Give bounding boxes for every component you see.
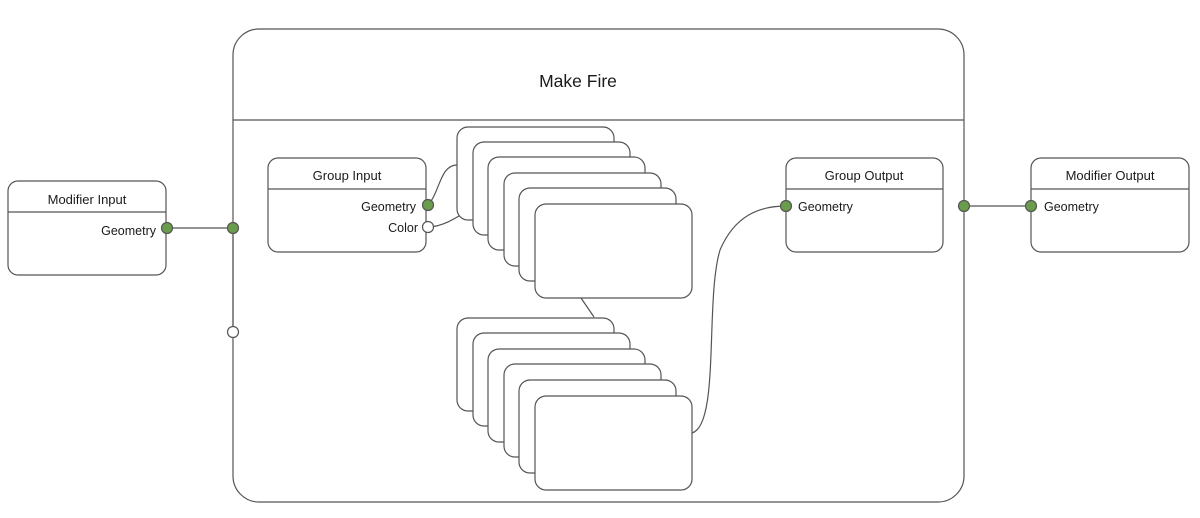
group-output-title: Group Output <box>825 168 904 183</box>
group-input-geometry-socket[interactable] <box>421 198 435 212</box>
modifier-input-title: Modifier Input <box>48 192 127 207</box>
stack-node <box>534 395 693 491</box>
group-input-title: Group Input <box>313 168 382 183</box>
group-input-node[interactable] <box>267 157 427 253</box>
lower-node-stack <box>456 317 693 491</box>
modifier-output-geometry-label: Geometry <box>1044 200 1100 214</box>
group-frame-empty-socket[interactable] <box>226 325 240 339</box>
modifier-input-geometry-label: Geometry <box>101 224 157 238</box>
modifier-output-title: Modifier Output <box>1066 168 1155 183</box>
stack-to-group-output-link <box>691 205 787 434</box>
group-input-geometry-label: Geometry <box>361 200 417 214</box>
stack-connector-link <box>580 297 595 318</box>
group-output-geometry-socket[interactable] <box>779 199 793 213</box>
modifier-input-geometry-socket[interactable] <box>160 221 174 235</box>
upper-node-stack <box>456 126 693 299</box>
group-title: Make Fire <box>539 71 617 91</box>
group-input-color-label: Color <box>388 221 418 235</box>
group-output-geometry-label: Geometry <box>798 200 854 214</box>
group-input-color-socket[interactable] <box>421 220 435 234</box>
stack-node <box>534 203 693 299</box>
group-frame-geometry-output-socket[interactable] <box>957 199 971 213</box>
modifier-output-geometry-socket[interactable] <box>1024 199 1038 213</box>
group-frame-geometry-input-socket[interactable] <box>226 221 240 235</box>
